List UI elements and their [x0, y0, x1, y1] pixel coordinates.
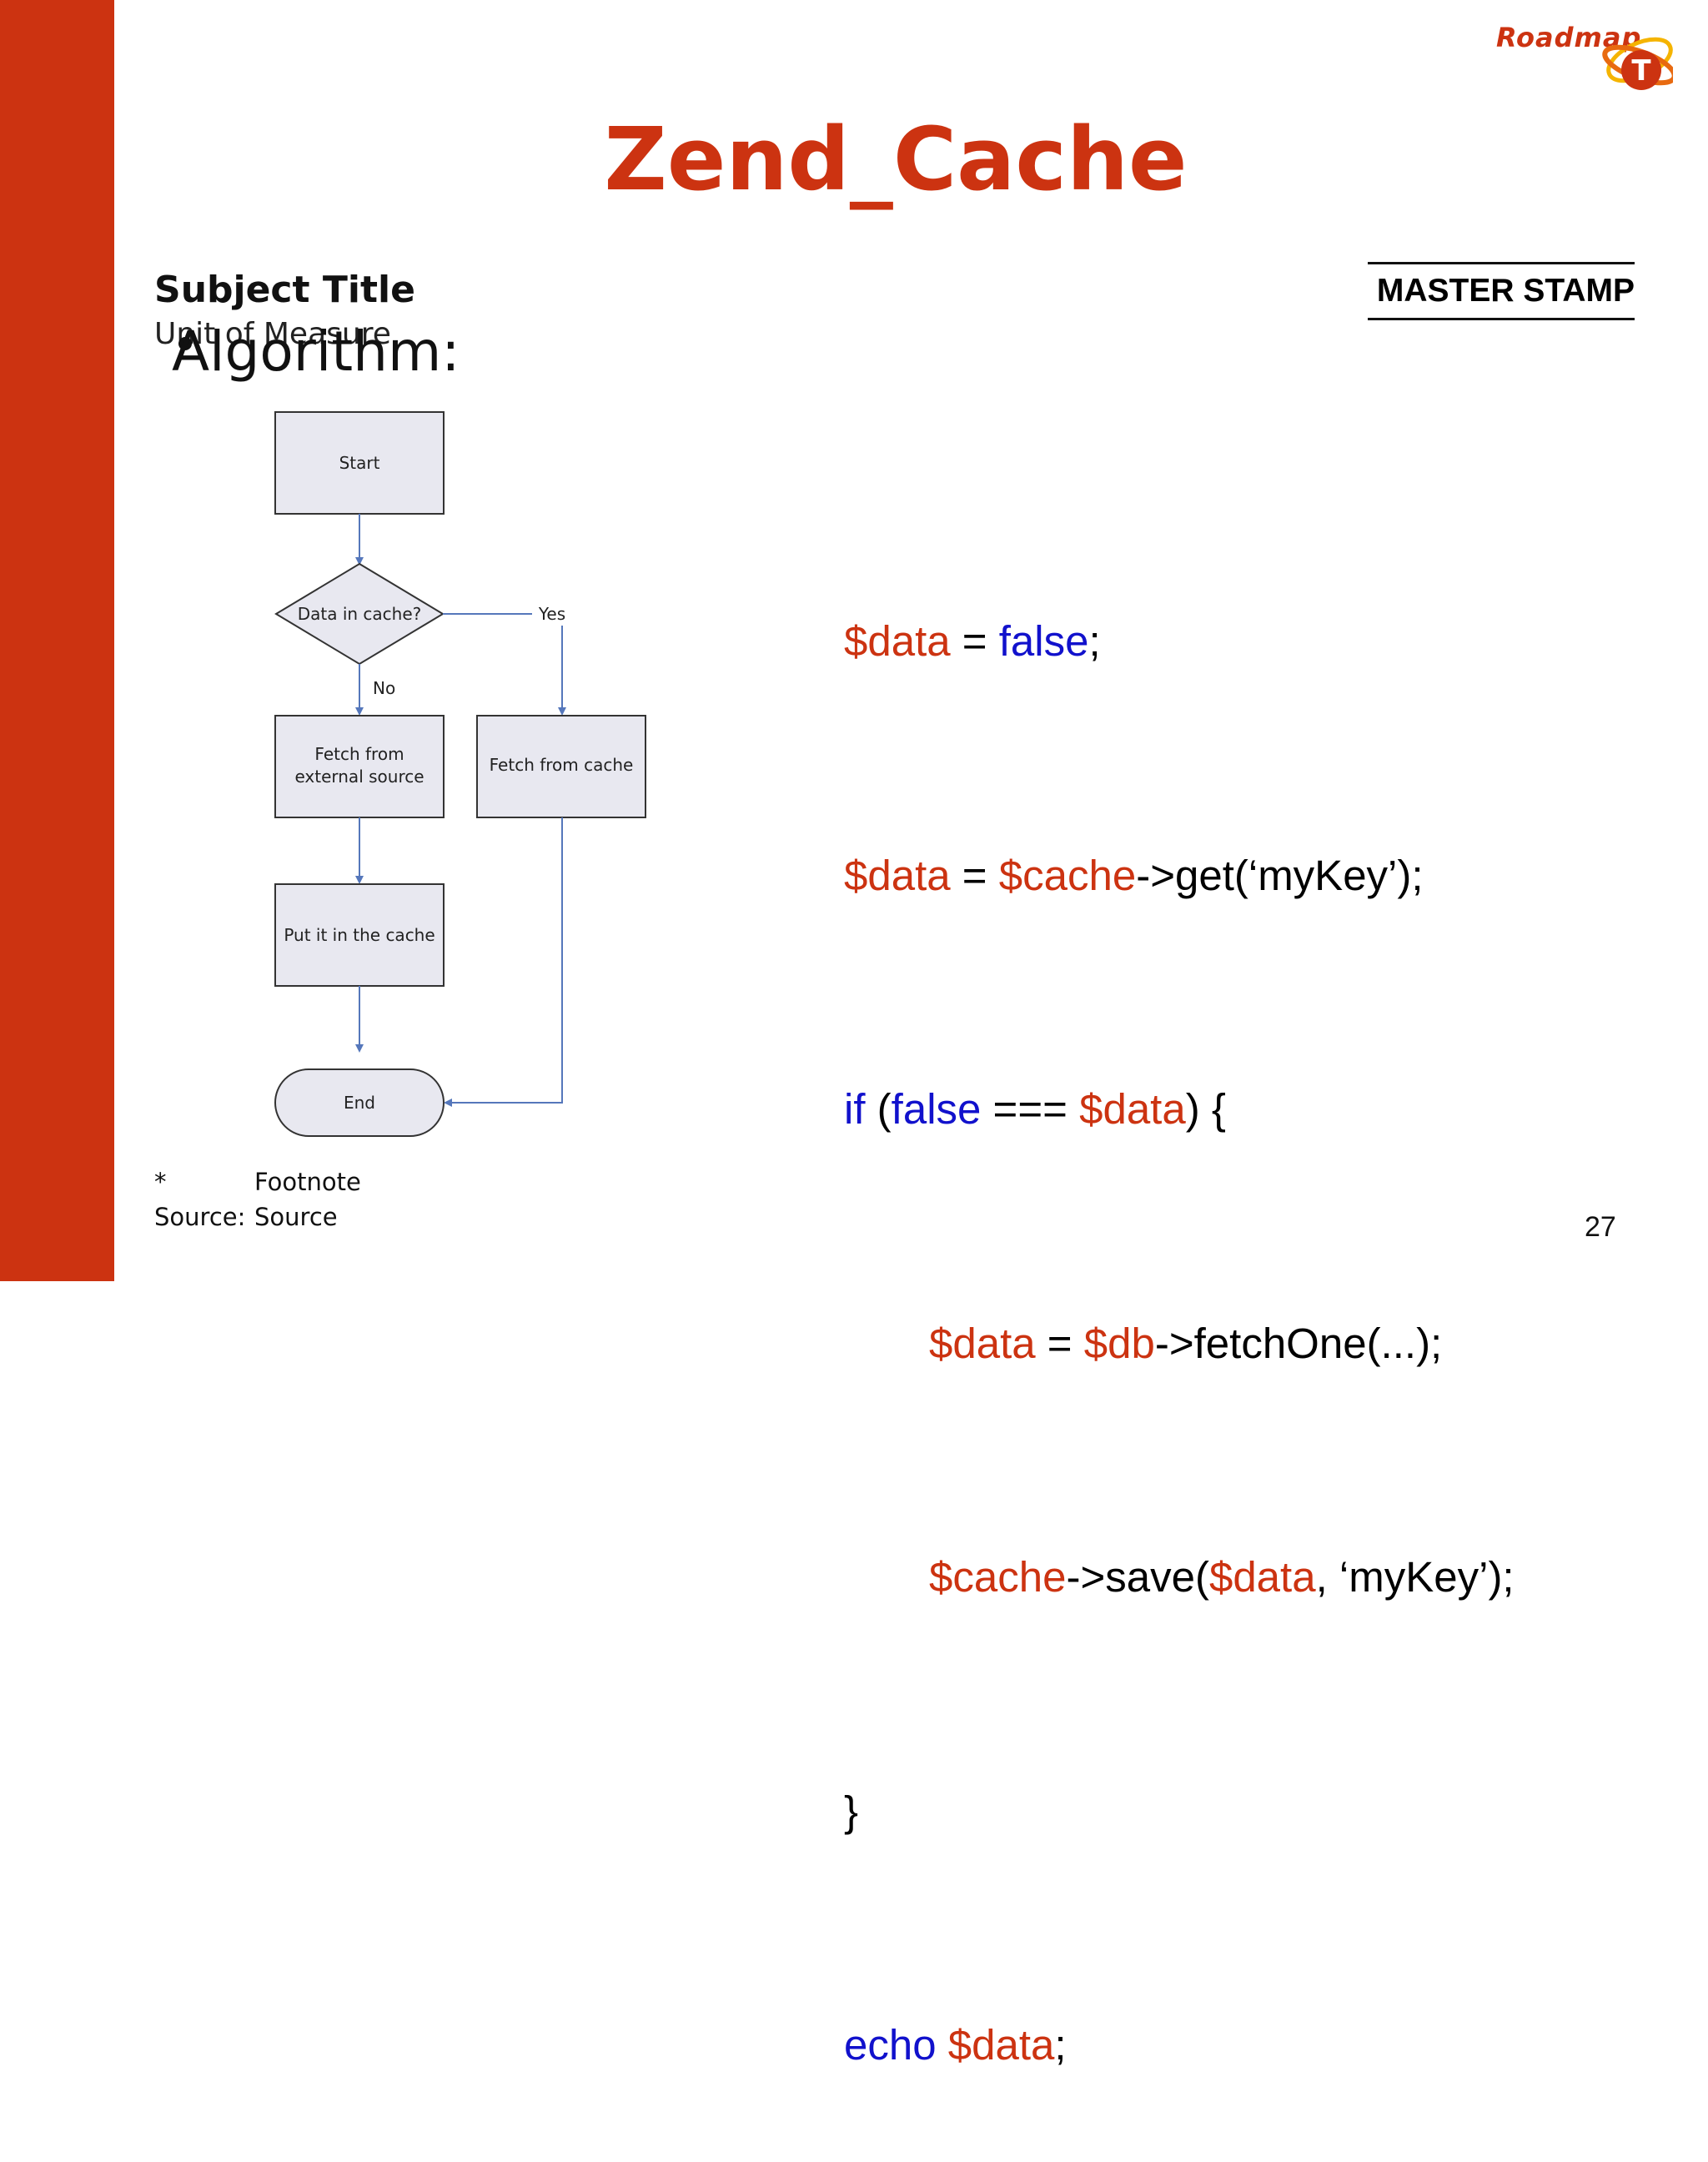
- footnote-marker: *: [154, 1168, 167, 1196]
- code-token: echo: [844, 2021, 937, 2069]
- code-line: echo $data;: [844, 2006, 1515, 2084]
- code-token: $cache: [929, 1553, 1067, 1601]
- no-label: No: [373, 678, 395, 698]
- fetch-cache-label: Fetch from cache: [490, 755, 634, 775]
- fetch-external-label-2: external source: [294, 767, 424, 787]
- code-token: $db: [1083, 1319, 1155, 1367]
- code-token: =: [950, 617, 999, 665]
- code-token: false: [891, 1085, 982, 1133]
- logo-letter: T: [1631, 54, 1651, 88]
- code-token: ;: [1054, 2021, 1067, 2069]
- flowchart: Start Data in cache? Yes No Fetch from e…: [274, 411, 646, 1137]
- code-token: }: [844, 1787, 859, 1835]
- code-token: [937, 2021, 948, 2069]
- code-line: }: [844, 1772, 1515, 1851]
- code-token: =: [950, 851, 999, 899]
- arrow-fetchcache-end: [444, 817, 563, 1107]
- code-token: false: [998, 617, 1089, 665]
- code-token: ) {: [1185, 1085, 1226, 1133]
- code-token: $data: [929, 1319, 1036, 1367]
- code-line: $cache->save($data, ‘myKey’);: [844, 1538, 1515, 1616]
- algorithm-heading: Algorithm:: [172, 319, 460, 384]
- fetch-external-label-1: Fetch from: [314, 744, 404, 764]
- code-token: =: [1035, 1319, 1084, 1367]
- code-token: $cache: [998, 851, 1137, 899]
- logo-emblem-icon: T: [1602, 37, 1673, 90]
- code-line: $data = false;: [844, 602, 1515, 681]
- bullet-icon: [178, 337, 192, 350]
- slide-title: Zend_Cache: [604, 108, 1188, 210]
- code-token: $data: [844, 851, 951, 899]
- code-token: (: [865, 1085, 892, 1133]
- source-text: Source: [254, 1203, 338, 1231]
- start-box: [274, 411, 445, 515]
- code-token: ;: [1088, 617, 1101, 665]
- code-token: ->save(: [1066, 1553, 1209, 1601]
- start-label: Start: [339, 453, 380, 473]
- put-cache-box: [274, 883, 445, 987]
- end-label: End: [344, 1093, 375, 1113]
- yes-label: Yes: [538, 604, 565, 624]
- code-token: $data: [947, 2021, 1055, 2069]
- code-token: $data: [1208, 1553, 1316, 1601]
- source-label: Source:: [154, 1203, 246, 1231]
- code-line: $data = $cache->get(‘myKey’);: [844, 837, 1515, 915]
- code-token: ===: [981, 1085, 1080, 1133]
- sidebar-band: [0, 0, 114, 1281]
- fetch-external-box: [274, 715, 445, 818]
- put-cache-label: Put it in the cache: [284, 925, 435, 945]
- subject-title: Subject Title: [154, 269, 415, 311]
- decision-label: Data in cache?: [298, 604, 422, 624]
- code-token: ->get(‘myKey’);: [1136, 851, 1424, 899]
- end-terminal: [274, 1068, 445, 1137]
- code-line: if (false === $data) {: [844, 1070, 1515, 1149]
- fetch-cache-box: [476, 715, 646, 818]
- page-number: 27: [1585, 1211, 1616, 1243]
- master-stamp: MASTER STAMP: [1368, 262, 1635, 320]
- code-token: ->fetchOne(...);: [1154, 1319, 1443, 1367]
- code-token: if: [844, 1085, 866, 1133]
- code-token: $data: [844, 617, 951, 665]
- code-token: $data: [1079, 1085, 1186, 1133]
- code-token: , ‘myKey’);: [1315, 1553, 1515, 1601]
- roadmap-logo: Roadmap T: [1493, 17, 1676, 108]
- code-block: $data = false; $data = $cache->get(‘myKe…: [844, 446, 1515, 2162]
- code-line: $data = $db->fetchOne(...);: [844, 1305, 1515, 1383]
- footnote-text: Footnote: [254, 1168, 361, 1196]
- unit-of-measure: Unit of Measure: [154, 317, 391, 351]
